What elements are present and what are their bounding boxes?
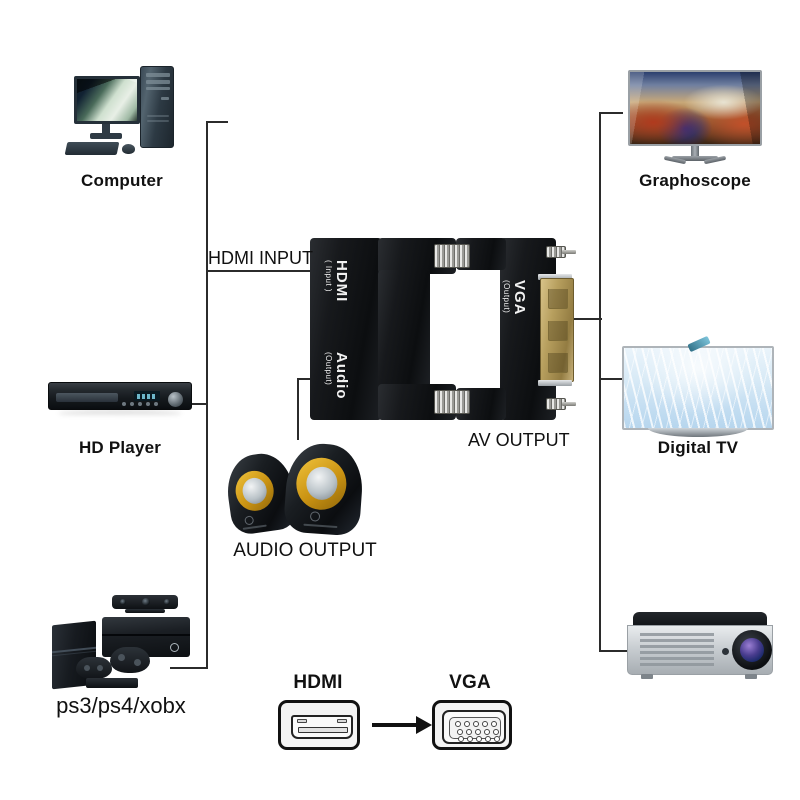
vga-port-icon bbox=[432, 700, 512, 750]
vga-connector-slot bbox=[548, 321, 568, 341]
adapter-bridge-mid bbox=[378, 270, 430, 388]
vga-connector-lip-top bbox=[538, 274, 572, 280]
legend-label-hdmi: HDMI bbox=[293, 672, 343, 693]
screw-pin-bottom bbox=[562, 402, 576, 406]
adapter-port-subtitle-vga: (Output) bbox=[502, 280, 511, 314]
output-label-graphoscope: Graphoscope bbox=[639, 171, 751, 190]
game-console-icon bbox=[40, 595, 200, 690]
audio-branch-horizontal bbox=[297, 378, 319, 380]
thumbscrew-top bbox=[434, 244, 470, 268]
adapter-left-body bbox=[310, 238, 382, 420]
right-branch-projector bbox=[599, 650, 627, 652]
right-branch-graphoscope bbox=[599, 112, 623, 114]
adapter-port-title-vga: VGA bbox=[511, 280, 528, 316]
speakers-icon bbox=[222, 440, 366, 537]
left-bus-lower-line bbox=[206, 403, 208, 668]
adapter-port-subtitle-audio: (Output) bbox=[324, 352, 333, 386]
hdmi-to-vga-adapter: HDMI ( Input ) Audio (Output) VGA (Outpu… bbox=[310, 238, 576, 420]
right-arrow-head-icon bbox=[416, 716, 432, 734]
vga-output-connector-line-top bbox=[556, 318, 602, 320]
television-icon bbox=[622, 335, 774, 438]
left-bus-vertical-line bbox=[206, 121, 208, 404]
audio-output-label: AUDIO OUTPUT bbox=[233, 540, 377, 561]
speaker-right bbox=[282, 441, 366, 537]
source-label-computer: Computer bbox=[81, 171, 163, 190]
vga-connector-slot bbox=[548, 289, 568, 309]
projector-icon bbox=[627, 612, 773, 688]
output-label-digital-tv: Digital TV bbox=[657, 438, 739, 457]
hdmi-input-connector-line bbox=[206, 270, 318, 272]
hdmi-input-label: HDMI INPUT bbox=[208, 248, 313, 268]
right-bus-vertical-line bbox=[599, 112, 601, 651]
right-branch-digital-tv bbox=[599, 378, 625, 380]
vga-connector-slot bbox=[548, 353, 568, 373]
legend-label-vga: VGA bbox=[449, 672, 491, 693]
adapter-port-title-audio: Audio bbox=[333, 352, 350, 400]
vga-connector-lip-bottom bbox=[538, 380, 572, 386]
left-branch-consoles bbox=[170, 667, 208, 669]
desktop-computer-icon bbox=[62, 62, 182, 162]
dvd-player-icon bbox=[48, 382, 192, 418]
right-arrow-icon bbox=[372, 723, 418, 727]
av-output-label: AV OUTPUT bbox=[468, 430, 570, 450]
source-label-consoles: ps3/ps4/xobx bbox=[56, 693, 186, 718]
hdmi-port-icon bbox=[278, 700, 360, 750]
left-branch-hd-player bbox=[184, 403, 208, 405]
screw-pin-top bbox=[562, 250, 576, 254]
audio-branch-vertical bbox=[297, 378, 299, 440]
monitor-icon bbox=[628, 70, 762, 166]
adapter-port-label-audio: Audio (Output) bbox=[324, 352, 350, 400]
adapter-port-title-hdmi: HDMI bbox=[333, 260, 350, 303]
thumbscrew-bottom bbox=[434, 390, 470, 414]
adapter-port-label-vga: VGA (Output) bbox=[502, 280, 528, 316]
left-branch-computer bbox=[206, 121, 228, 123]
vga-gold-connector bbox=[540, 278, 574, 382]
source-label-hd-player: HD Player bbox=[78, 438, 162, 457]
